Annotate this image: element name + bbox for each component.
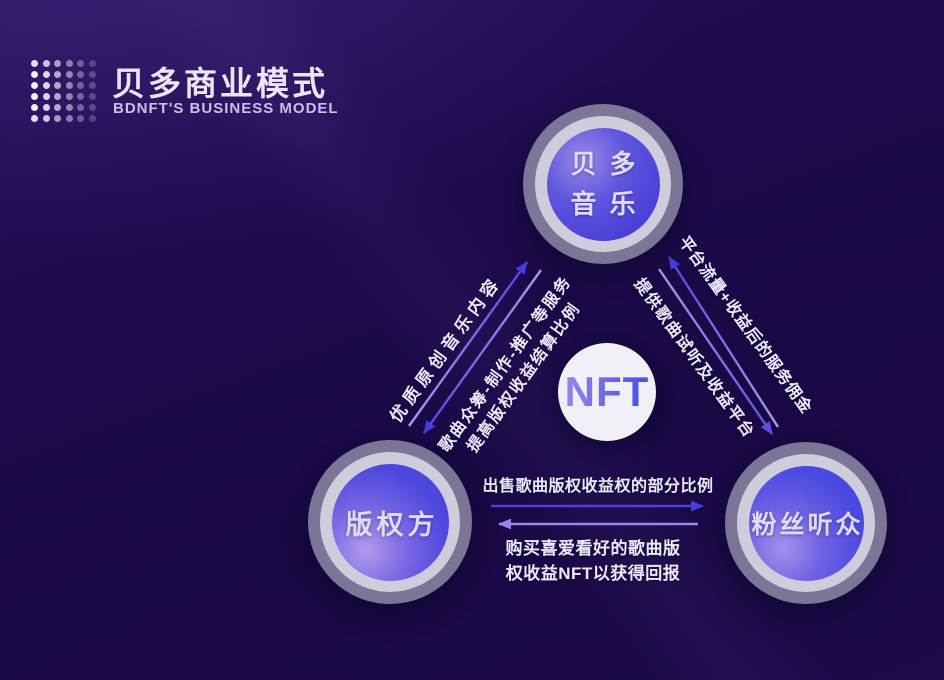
node-fans-listeners: 粉丝听众: [725, 442, 887, 604]
node-copyright-holder: 版权方: [308, 440, 472, 604]
node-copyright-label: 版权方: [345, 509, 439, 540]
node-core: 粉丝听众: [748, 465, 864, 581]
nft-label: NFT: [564, 368, 650, 415]
node-ring: 版权方: [320, 452, 460, 592]
node-beduo-music: 贝多 音乐: [523, 104, 683, 264]
edge-label-line: 权收益NFT以获得回报: [505, 564, 681, 583]
edge-label-fans-to-copyright: 购买喜爱看好的歌曲版 权收益NFT以获得回报: [506, 536, 681, 586]
node-nft: NFT: [558, 343, 656, 441]
node-core: 贝多 音乐: [546, 127, 660, 241]
node-core: 版权方: [331, 463, 449, 581]
page-title: 贝多商业模式: [112, 65, 328, 102]
node-ring: 粉丝听众: [737, 454, 875, 592]
arrow-beduo-to-fans: [658, 268, 773, 435]
arrow-fans-to-beduo: [667, 256, 780, 428]
node-beduo-label-line1: 贝多: [570, 149, 649, 179]
edge-label-line: 购买喜爱看好的歌曲版: [505, 539, 681, 558]
node-ring: 贝多 音乐: [535, 116, 671, 252]
page-subtitle: BDNFT'S BUSINESS MODEL: [113, 100, 339, 117]
dot-grid-logo: [31, 60, 96, 122]
arrow-copyright-to-beduo: [408, 261, 528, 427]
arrow-beduo-to-copyright: [423, 269, 542, 434]
edge-label-copyright-to-fans: 出售歌曲版权收益权的部分比例: [482, 478, 714, 495]
node-fans-label: 粉丝听众: [751, 511, 864, 539]
node-beduo-label-line2: 音乐: [570, 189, 649, 219]
